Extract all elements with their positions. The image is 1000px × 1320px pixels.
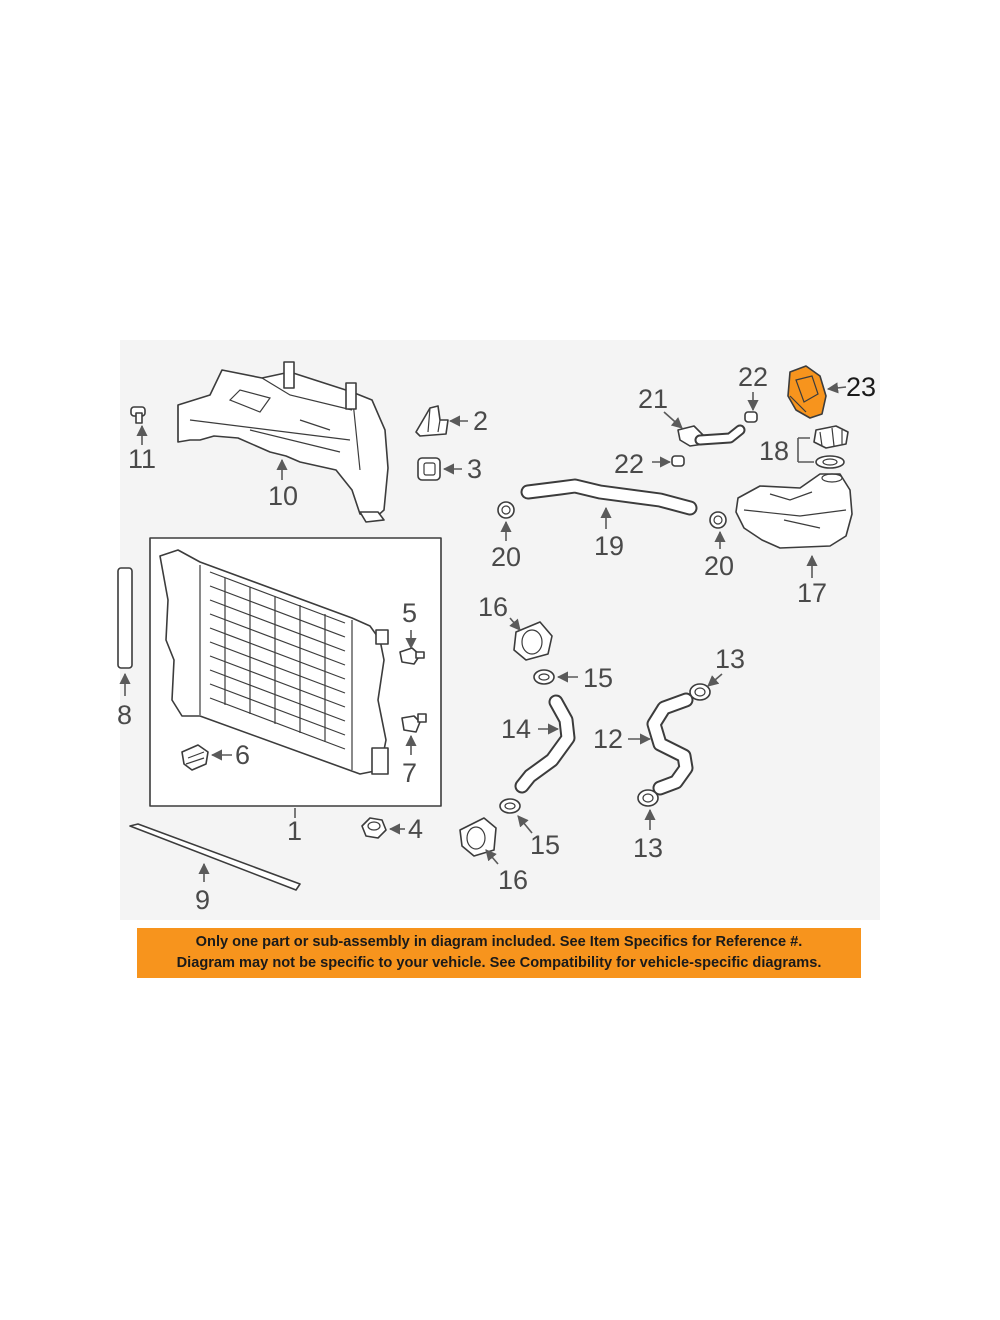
disclaimer-line-2: Diagram may not be specific to your vehi… [176, 955, 822, 971]
callout-22-upper: 22 [738, 362, 768, 392]
part-8-seal [117, 567, 133, 669]
part-14-hose [514, 694, 576, 794]
callout-17: 17 [797, 578, 827, 608]
callout-20-left: 20 [491, 542, 521, 572]
part-16-outlet-lower [459, 817, 497, 857]
callout-7: 7 [402, 758, 417, 788]
part-13-clamp-upper [689, 683, 711, 701]
part-20-clamp-left [497, 501, 515, 519]
callout-16-lower: 16 [498, 865, 528, 895]
callout-12: 12 [593, 724, 623, 754]
part-22-clip-upper [744, 411, 758, 423]
part-2-bracket [415, 405, 449, 437]
callout-13-upper: 13 [715, 644, 745, 674]
callout-11: 11 [128, 444, 156, 474]
callout-14: 14 [501, 714, 531, 744]
disclaimer-line-1: Only one part or sub-assembly in diagram… [195, 934, 803, 950]
part-4-insulator [361, 817, 387, 839]
part-12-hose [646, 692, 694, 796]
callout-1: 1 [287, 816, 302, 846]
part-21-hose [677, 424, 746, 447]
callout-13-lower: 13 [633, 833, 663, 863]
callout-15-lower: 15 [530, 830, 560, 860]
callout-16-upper: 16 [478, 592, 508, 622]
callout-9: 9 [195, 885, 210, 915]
callout-20-right: 20 [704, 551, 734, 581]
part-22-clip-lower [671, 455, 685, 467]
callout-21: 21 [638, 384, 668, 414]
part-18-cap [813, 425, 849, 449]
part-19-hose [520, 478, 698, 516]
part-15-clamp-lower [499, 798, 521, 814]
callout-8: 8 [117, 700, 132, 730]
part-11-clip [130, 406, 146, 424]
part-20-clamp-right [709, 511, 727, 529]
callout-3: 3 [467, 454, 482, 484]
callout-10: 10 [268, 481, 298, 511]
leader-lines [119, 382, 847, 882]
disclaimer-banner: Only one part or sub-assembly in diagram… [137, 928, 861, 978]
callout-5: 5 [402, 598, 417, 628]
part-10-air-baffle [177, 361, 389, 523]
callout-23: 23 [846, 372, 876, 402]
part-18-seal [815, 455, 845, 469]
callout-22-lower: 22 [614, 449, 644, 479]
callout-15-upper: 15 [583, 663, 613, 693]
part-13-clamp-lower [637, 789, 659, 807]
part-6-drain-plug [181, 744, 209, 771]
part-7-bolt [401, 713, 427, 733]
part-1-radiator [159, 549, 389, 775]
callout-19: 19 [594, 531, 624, 561]
part-3-insulator [417, 457, 441, 481]
part-16-outlet-upper [513, 621, 553, 661]
callout-18: 18 [759, 436, 789, 466]
part-23-highlighted [787, 365, 827, 419]
part-18-bracket-lines [797, 437, 814, 463]
callout-4: 4 [408, 814, 423, 844]
part-9-seal [129, 823, 301, 891]
callout-labels: 11 10 2 3 5 7 6 8 1 4 9 20 19 20 17 21 2… [117, 362, 876, 915]
part-17-reservoir [735, 473, 853, 549]
part-15-clamp-upper [533, 669, 555, 685]
callout-6: 6 [235, 740, 250, 770]
callout-2: 2 [473, 406, 488, 436]
